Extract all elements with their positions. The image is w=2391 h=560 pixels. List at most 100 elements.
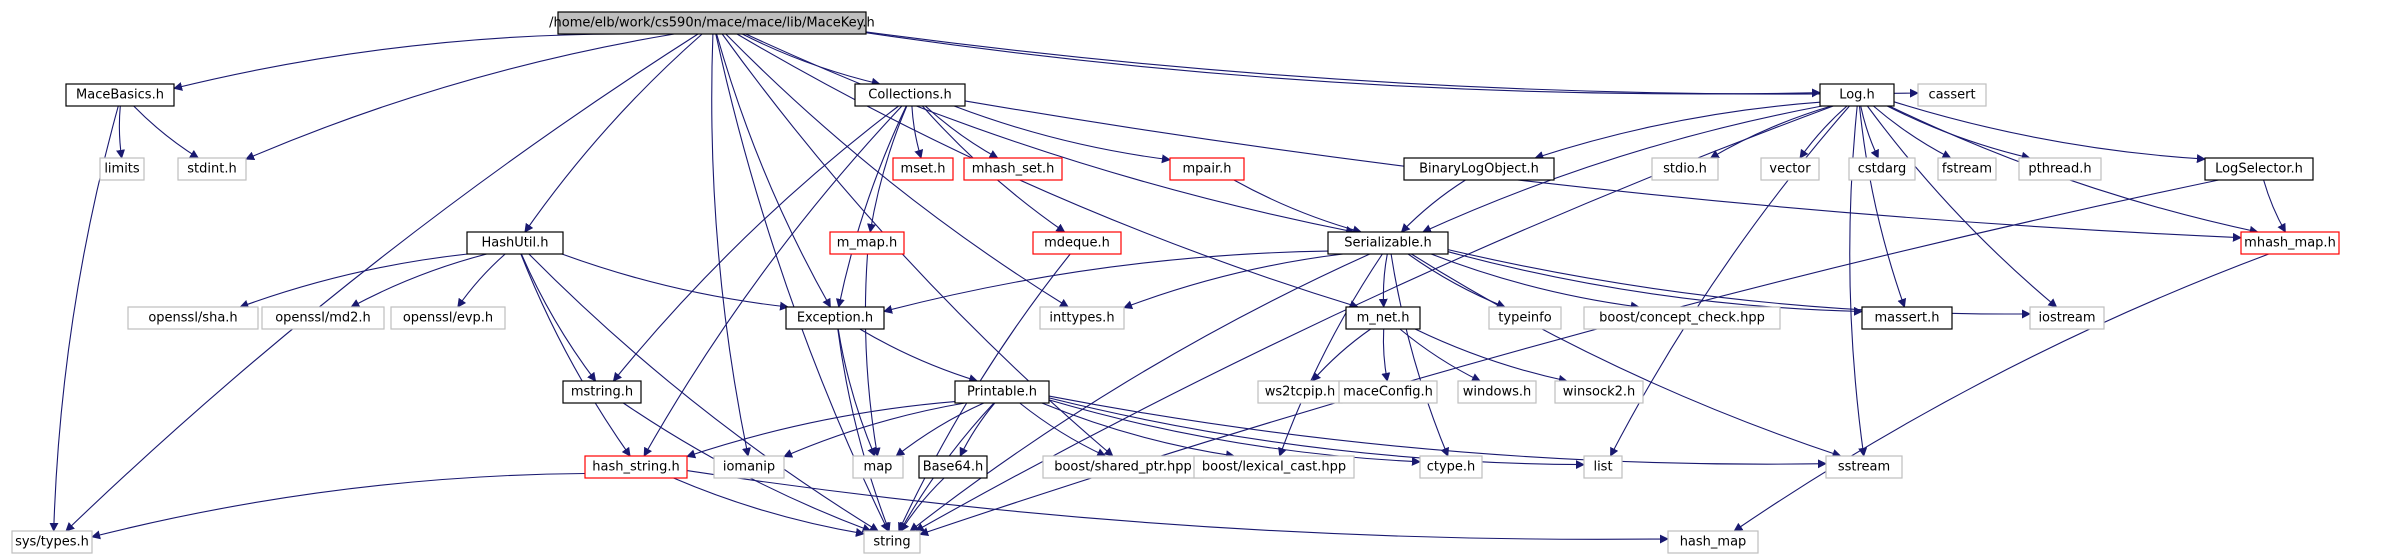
edge-printable-to-hashstring [686,401,956,459]
edge-macekey-to-serializable [745,33,1356,235]
edge-macekey-to-sharedptr [721,33,1114,457]
edge-logselector-to-mhashmap [2263,179,2286,233]
edge-printable-to-map [895,402,985,457]
edge-mnet-to-windows [1399,328,1481,382]
node-printable[interactable]: Printable.h [954,380,1050,404]
node-label-massert: massert.h [1875,311,1940,326]
node-iostream: iostream [2029,306,2105,330]
node-macekey[interactable]: /home/elb/work/cs590n/mace/mace/lib/Mace… [549,11,875,35]
edge-macekey-to-mnet [736,33,1359,309]
edge-printable-to-list [1048,397,1585,470]
edge-printable-to-sstream [1048,395,1827,469]
node-iomanip: iomanip [713,455,785,479]
node-box-iostream [2029,306,2105,330]
node-box-collections [854,83,966,107]
node-box-iomanip [713,455,785,479]
edge-hashstring-to-hashmap [686,470,1669,544]
edge-serializable-to-massert [1447,251,1863,316]
node-box-hashstring [584,455,688,479]
edge-log-to-fstream [1873,105,1952,159]
node-mpair[interactable]: mpair.h [1169,157,1245,181]
node-lexicalcast: boost/lexical_cast.hpp [1193,455,1355,479]
node-mstring[interactable]: mstring.h [562,380,642,404]
node-sstream: sstream [1825,455,1903,479]
edge-printable-to-sharedptr [1019,402,1107,457]
node-box-macebasics [65,83,175,107]
node-box-conceptcheck [1583,306,1781,330]
node-box-evp [390,306,506,330]
edge-hashstring-to-string [673,477,865,537]
node-ctype: ctype.h [1419,455,1483,479]
node-box-cstdarg [1848,157,1916,181]
node-label-systypes: sys/types.h [15,535,89,550]
edge-macekey-to-macebasics [173,33,622,91]
edge-log-to-sstream [1849,105,1868,457]
node-hashstring[interactable]: hash_string.h [584,455,688,479]
edge-log-to-vector [1799,105,1848,159]
node-winsock2: winsock2.h [1554,380,1644,404]
node-massert[interactable]: massert.h [1861,306,1953,330]
node-box-list [1583,455,1623,479]
node-list: list [1583,455,1623,479]
node-windows: windows.h [1457,380,1537,404]
node-mnet[interactable]: m_net.h [1345,306,1421,330]
edge-collections-to-mhashmap [964,100,2242,242]
node-log[interactable]: Log.h [1819,83,1895,107]
edge-log-to-logselector [1893,101,2206,164]
node-label-evp: openssl/evp.h [403,311,493,326]
node-box-printable [954,380,1050,404]
node-box-limits [99,157,145,181]
node-mdeque[interactable]: mdeque.h [1032,231,1122,255]
node-limits: limits [99,157,145,181]
node-mmap[interactable]: m_map.h [829,231,905,255]
node-hashutil[interactable]: HashUtil.h [466,231,564,255]
edge-log-to-serializable [1422,105,1823,233]
node-box-mhashmap [2240,231,2340,255]
edge-macekey-to-cassert [865,31,1919,98]
edge-mpair-to-serializable [1233,179,1362,235]
node-label-fstream: fstream [1942,162,1992,177]
node-binlog[interactable]: BinaryLogObject.h [1403,157,1555,181]
node-serializable[interactable]: Serializable.h [1327,231,1449,255]
node-label-inttypes: inttypes.h [1049,311,1114,326]
node-label-mhashset: mhash_set.h [972,162,1055,177]
edge-collections-to-mstring [612,105,899,382]
edge-macekey-to-systypes [65,33,699,532]
node-mhashset[interactable]: mhash_set.h [963,157,1063,181]
node-label-typeinfo: typeinfo [1498,311,1551,326]
node-label-limits: limits [104,162,140,177]
node-label-mdeque: mdeque.h [1044,236,1110,251]
node-box-mdeque [1032,231,1122,255]
edge-base64-to-string [900,477,945,532]
node-mset[interactable]: mset.h [892,157,954,181]
node-label-mpair: mpair.h [1182,162,1231,177]
node-box-systypes [11,530,93,554]
node-fstream: fstream [1937,157,1997,181]
node-label-mnet: m_net.h [1357,311,1410,326]
node-logselector[interactable]: LogSelector.h [2204,157,2314,181]
edge-layer [49,31,2286,544]
node-label-maceconfig: maceConfig.h [1343,385,1433,400]
edge-macebasics-to-stdint [133,105,200,159]
edge-mnet-to-winsock2 [1414,328,1568,384]
node-pthread: pthread.h [2018,157,2102,181]
node-box-stdint [177,157,247,181]
node-exception[interactable]: Exception.h [785,306,885,330]
node-box-mhashset [963,157,1063,181]
node-label-pthread: pthread.h [2028,162,2091,177]
edge-printable-to-ctype [1048,399,1421,466]
node-label-macebasics: MaceBasics.h [76,88,164,103]
node-base64[interactable]: Base64.h [918,455,988,479]
node-md2: openssl/md2.h [261,306,385,330]
node-box-massert [1861,306,1953,330]
node-collections[interactable]: Collections.h [854,83,966,107]
edge-printable-to-iomanip [783,402,965,458]
node-box-maceconfig [1338,380,1438,404]
edge-macekey-to-iomanip [711,33,751,457]
node-macebasics[interactable]: MaceBasics.h [65,83,175,107]
node-box-winsock2 [1554,380,1644,404]
node-box-cassert [1917,83,1987,107]
edge-hashutil-to-mstring [520,253,597,382]
edge-serializable-to-inttypes [1123,253,1344,310]
node-mhashmap[interactable]: mhash_map.h [2240,231,2340,255]
